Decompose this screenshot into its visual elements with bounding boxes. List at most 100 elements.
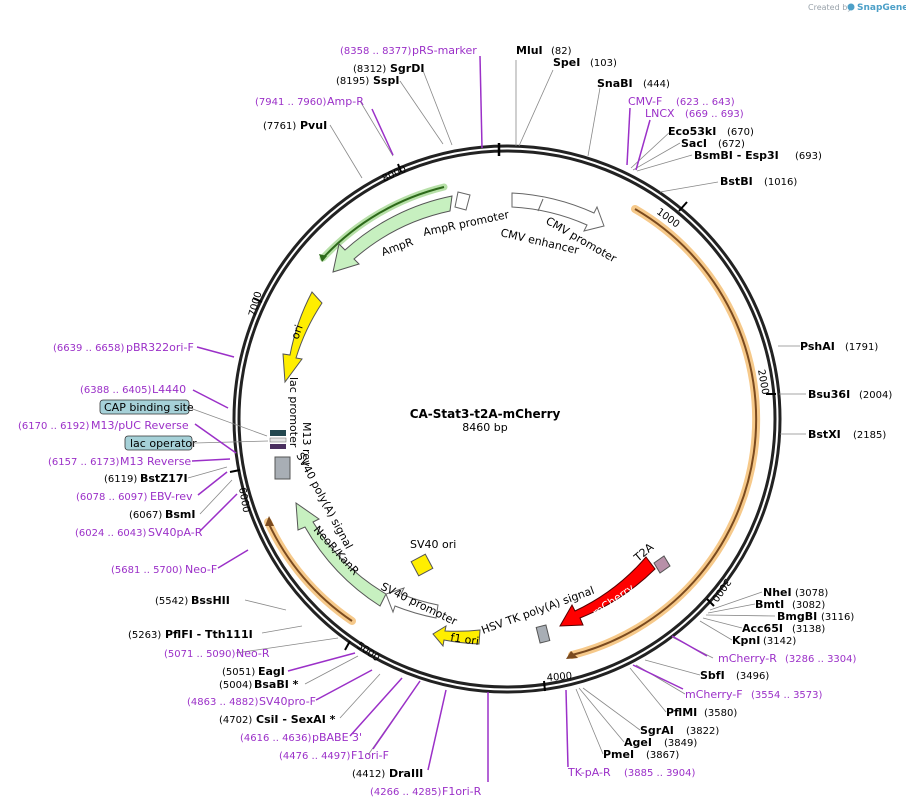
m13reverse-label: M13 Reverse: [120, 455, 191, 468]
sv40-promoter-arrow: [385, 587, 439, 619]
kpni-label: KpnI: [732, 634, 760, 647]
cmvf-label: CMV-F: [628, 95, 662, 108]
mlui-pos: (82): [551, 46, 572, 57]
pflfi-label: PflFI - Tth111I: [165, 628, 253, 641]
sv40-region-arrowhead: [265, 516, 274, 526]
pshai-label: PshAI: [800, 340, 835, 353]
sgrai-label: SgrAI: [640, 724, 674, 737]
sv40-ori-block: [410, 553, 434, 577]
draiii-label: DraIII: [389, 767, 423, 780]
ampr-primer-label: Amp-R: [327, 95, 364, 108]
sv40prof-label: SV40pro-F: [259, 695, 316, 708]
draiii-pos: (4412): [352, 769, 385, 780]
eagi-pos: (5051): [222, 667, 255, 678]
l4440-pos: (6388 .. 6405): [80, 385, 152, 396]
prs-pos: (8358 .. 8377): [340, 46, 412, 57]
plasmid-size: 8460 bp: [462, 421, 507, 434]
stat3-region-arc: [571, 208, 758, 656]
lac-operator-label: lac operator: [130, 437, 197, 450]
sv40par-pos: (6024 .. 6043): [75, 528, 147, 539]
plasmid-name: CA-Stat3-t2A-mCherry: [410, 407, 561, 421]
m13-rev-label: M13 rev: [300, 422, 313, 467]
app-name: SnapGene: [857, 3, 906, 13]
cmv-divider: [537, 198, 544, 212]
sspi-pos: (8195): [336, 76, 369, 87]
f1orir-label: F1ori-R: [442, 785, 482, 798]
bsshii-label: BssHII: [191, 594, 230, 607]
ampr-pos: (7941 .. 7960): [255, 97, 327, 108]
snapgene-logo-icon: [847, 3, 855, 11]
ebvrev-label: EBV-rev: [150, 490, 193, 503]
pmei-pos: (3867): [646, 750, 679, 761]
mcherryf-label: mCherry-F: [685, 688, 743, 701]
mcherryr-label: mCherry-R: [718, 652, 777, 665]
f1orif-pos: (4476 .. 4497): [279, 751, 351, 762]
t2a-block: [653, 555, 671, 574]
lac-promoter-label: lac promoter: [287, 377, 300, 448]
cap-binding-box: [99, 399, 190, 415]
ampr-arrow: [332, 195, 453, 273]
pbr322-pos: (6639 .. 6658): [53, 343, 125, 354]
pvui-label: PvuI: [300, 119, 327, 132]
bsmi-label: BsmI: [165, 508, 196, 521]
spei-pos: (103): [590, 58, 617, 69]
neof-pos: (5681 .. 5700): [111, 565, 183, 576]
bstbi-pos: (1016): [764, 177, 797, 188]
primer-markers: [191, 55, 708, 782]
m13puc-label: M13/pUC Reverse: [91, 419, 189, 432]
backbone-inner-ring: [237, 149, 777, 689]
snabi-pos: (444): [643, 79, 670, 90]
acc65i-pos: (3138): [792, 624, 825, 635]
created-by-text: Created by: [808, 3, 852, 12]
bsu36i-label: Bsu36I: [808, 388, 850, 401]
mcherryr-pos: (3286 .. 3304): [785, 654, 857, 665]
tick-8000: 8000: [381, 164, 409, 185]
ampr-promoter-arrow: [454, 191, 471, 211]
ori-label: ori: [289, 323, 306, 341]
pflfi-pos: (5263): [128, 630, 161, 641]
bsabi-label: BsaBI *: [254, 678, 299, 691]
sv40-polya-block: [274, 456, 291, 480]
cap-binding-label: CAP binding site: [104, 401, 194, 414]
sgrai-pos: (3822): [686, 726, 719, 737]
bsabi-pos: (5004): [219, 680, 252, 691]
sv40-region-arc: [267, 521, 353, 622]
prs-label: pRS-marker: [412, 44, 477, 57]
bmgbi-label: BmgBI: [777, 610, 817, 623]
bmti-pos: (3082): [792, 600, 825, 611]
backbone-outer-ring: [232, 144, 782, 694]
sspi-label: SspI: [373, 74, 399, 87]
ebvrev-pos: (6078 .. 6097): [76, 492, 148, 503]
pflmi-pos: (3580): [704, 708, 737, 719]
bsmbi-label: BsmBI - Esp3I: [694, 149, 779, 162]
sv40par-label: SV40pA-R: [148, 526, 203, 539]
sv40-ori-label: SV40 ori: [410, 538, 456, 551]
nhei-label: NheI: [763, 586, 792, 599]
ampr-region-arc: [322, 186, 445, 259]
tick-marks: [229, 163, 776, 692]
tkpar-pos: (3885 .. 3904): [624, 768, 696, 779]
sbfi-pos: (3496): [736, 671, 769, 682]
sgrdi-pos: (8312): [353, 64, 386, 75]
cap-site-block: [270, 444, 286, 449]
spei-label: SpeI: [553, 56, 580, 69]
lac-promoter-block: [270, 430, 286, 436]
nhei-pos: (3078): [795, 588, 828, 599]
bsshii-pos: (5542): [155, 596, 188, 607]
tkpar-label: TK-pA-R: [567, 766, 611, 779]
lncx-label: LNCX: [645, 107, 675, 120]
mcherry-arrow: [559, 556, 656, 627]
l4440-label: L4440: [152, 383, 186, 396]
bstxi-label: BstXI: [808, 428, 841, 441]
neof-label: Neo-F: [185, 563, 217, 576]
bstxi-pos: (2185): [853, 430, 886, 441]
pbabe3-label: pBABE 3': [312, 731, 362, 744]
bmgbi-pos: (3116): [821, 612, 854, 623]
bstz17i-pos: (6119): [104, 474, 137, 485]
m13-rev-block: [269, 437, 287, 443]
lncx-pos: (669 .. 693): [685, 109, 744, 120]
eagi-label: EagI: [258, 665, 285, 678]
pvui-pos: (7761): [263, 121, 296, 132]
agei-label: AgeI: [624, 736, 652, 749]
